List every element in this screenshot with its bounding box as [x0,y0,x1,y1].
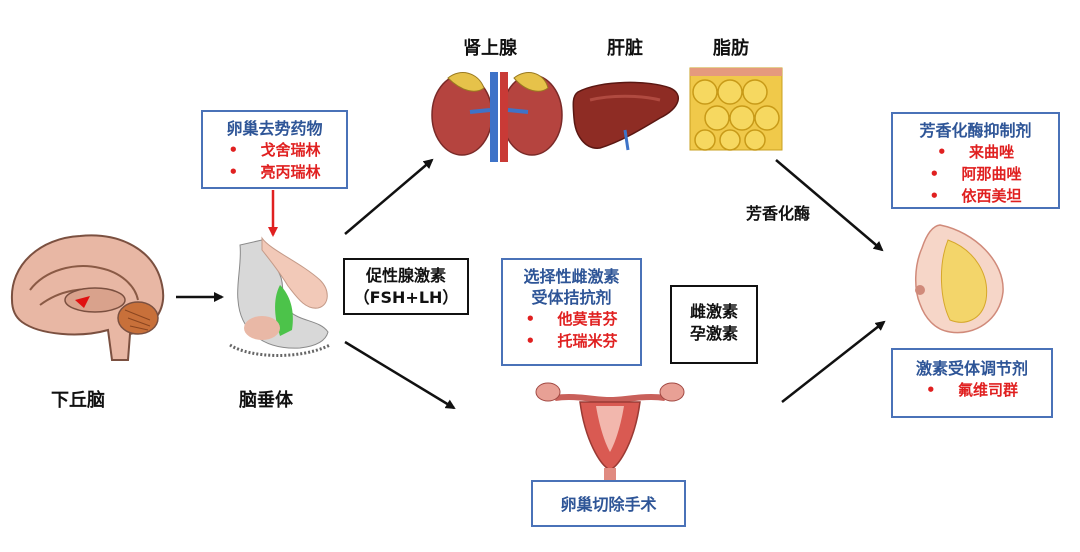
aromatase-label: 芳香化酶 [745,204,810,223]
drug-item: •他莫昔芬 [525,310,618,328]
hormone-receptor-modulator-box: 激素受体调节剂 •氟维司群 [891,348,1053,418]
adrenal-illustration [431,66,563,162]
liver-illustration [572,81,680,151]
fat-illustration [689,67,783,151]
progesterone-label: 孕激素 [689,324,738,343]
arrow-pituitary-to-ovary [344,340,456,410]
gonadotropin-box: 促性腺激素 （FSH+LH） [343,258,469,315]
hormone-receptor-modulator-title: 激素受体调节剂 [915,359,1028,378]
drug-item: •来曲唑 [936,143,1014,161]
fat-label: 脂肪 [713,38,749,59]
serm-title-line2: 受体拮抗剂 [531,288,612,307]
ovarian-suppression-box: 卵巢去势药物 •戈舍瑞林 •亮丙瑞林 [201,110,348,189]
brain-illustration [10,234,165,361]
liver-label: 肝脏 [607,38,643,59]
serm-box: 选择性雌激素 受体拮抗剂 •他莫昔芬 •托瑞米芬 [501,258,642,366]
oophorectomy-title: 卵巢切除手术 [560,495,657,514]
uterus-illustration [535,382,685,482]
aromatase-inhibitor-box: 芳香化酶抑制剂 •来曲唑 •阿那曲唑 •依西美坦 [891,112,1060,209]
drug-item: •氟维司群 [925,381,1018,399]
arrow-pituitary-to-adrenal [344,158,434,235]
breast-illustration [915,224,1004,334]
gonadotropin-line2: （FSH+LH） [353,288,459,307]
adrenal-label: 肾上腺 [463,38,517,59]
hypothalamus-label: 下丘脑 [51,390,105,411]
hormones-box: 雌激素 孕激素 [670,285,758,364]
pituitary-illustration [229,236,331,357]
drug-item: •阿那曲唑 [929,165,1022,183]
drug-item: •亮丙瑞林 [228,163,321,181]
arrow-ovary-to-breast [781,320,886,403]
pituitary-label: 脑垂体 [239,390,293,411]
serm-title-line1: 选择性雌激素 [523,267,620,286]
oophorectomy-box: 卵巢切除手术 [531,480,686,527]
drug-item: •托瑞米芬 [525,332,618,350]
estrogen-label: 雌激素 [689,302,738,321]
ovarian-suppression-title: 卵巢去势药物 [226,119,323,138]
gonadotropin-line1: 促性腺激素 [365,266,446,285]
aromatase-inhibitor-title: 芳香化酶抑制剂 [919,121,1032,140]
drug-item: •戈舍瑞林 [228,141,321,159]
drug-item: •依西美坦 [929,187,1022,205]
arrow-fat-to-breast [775,159,884,252]
